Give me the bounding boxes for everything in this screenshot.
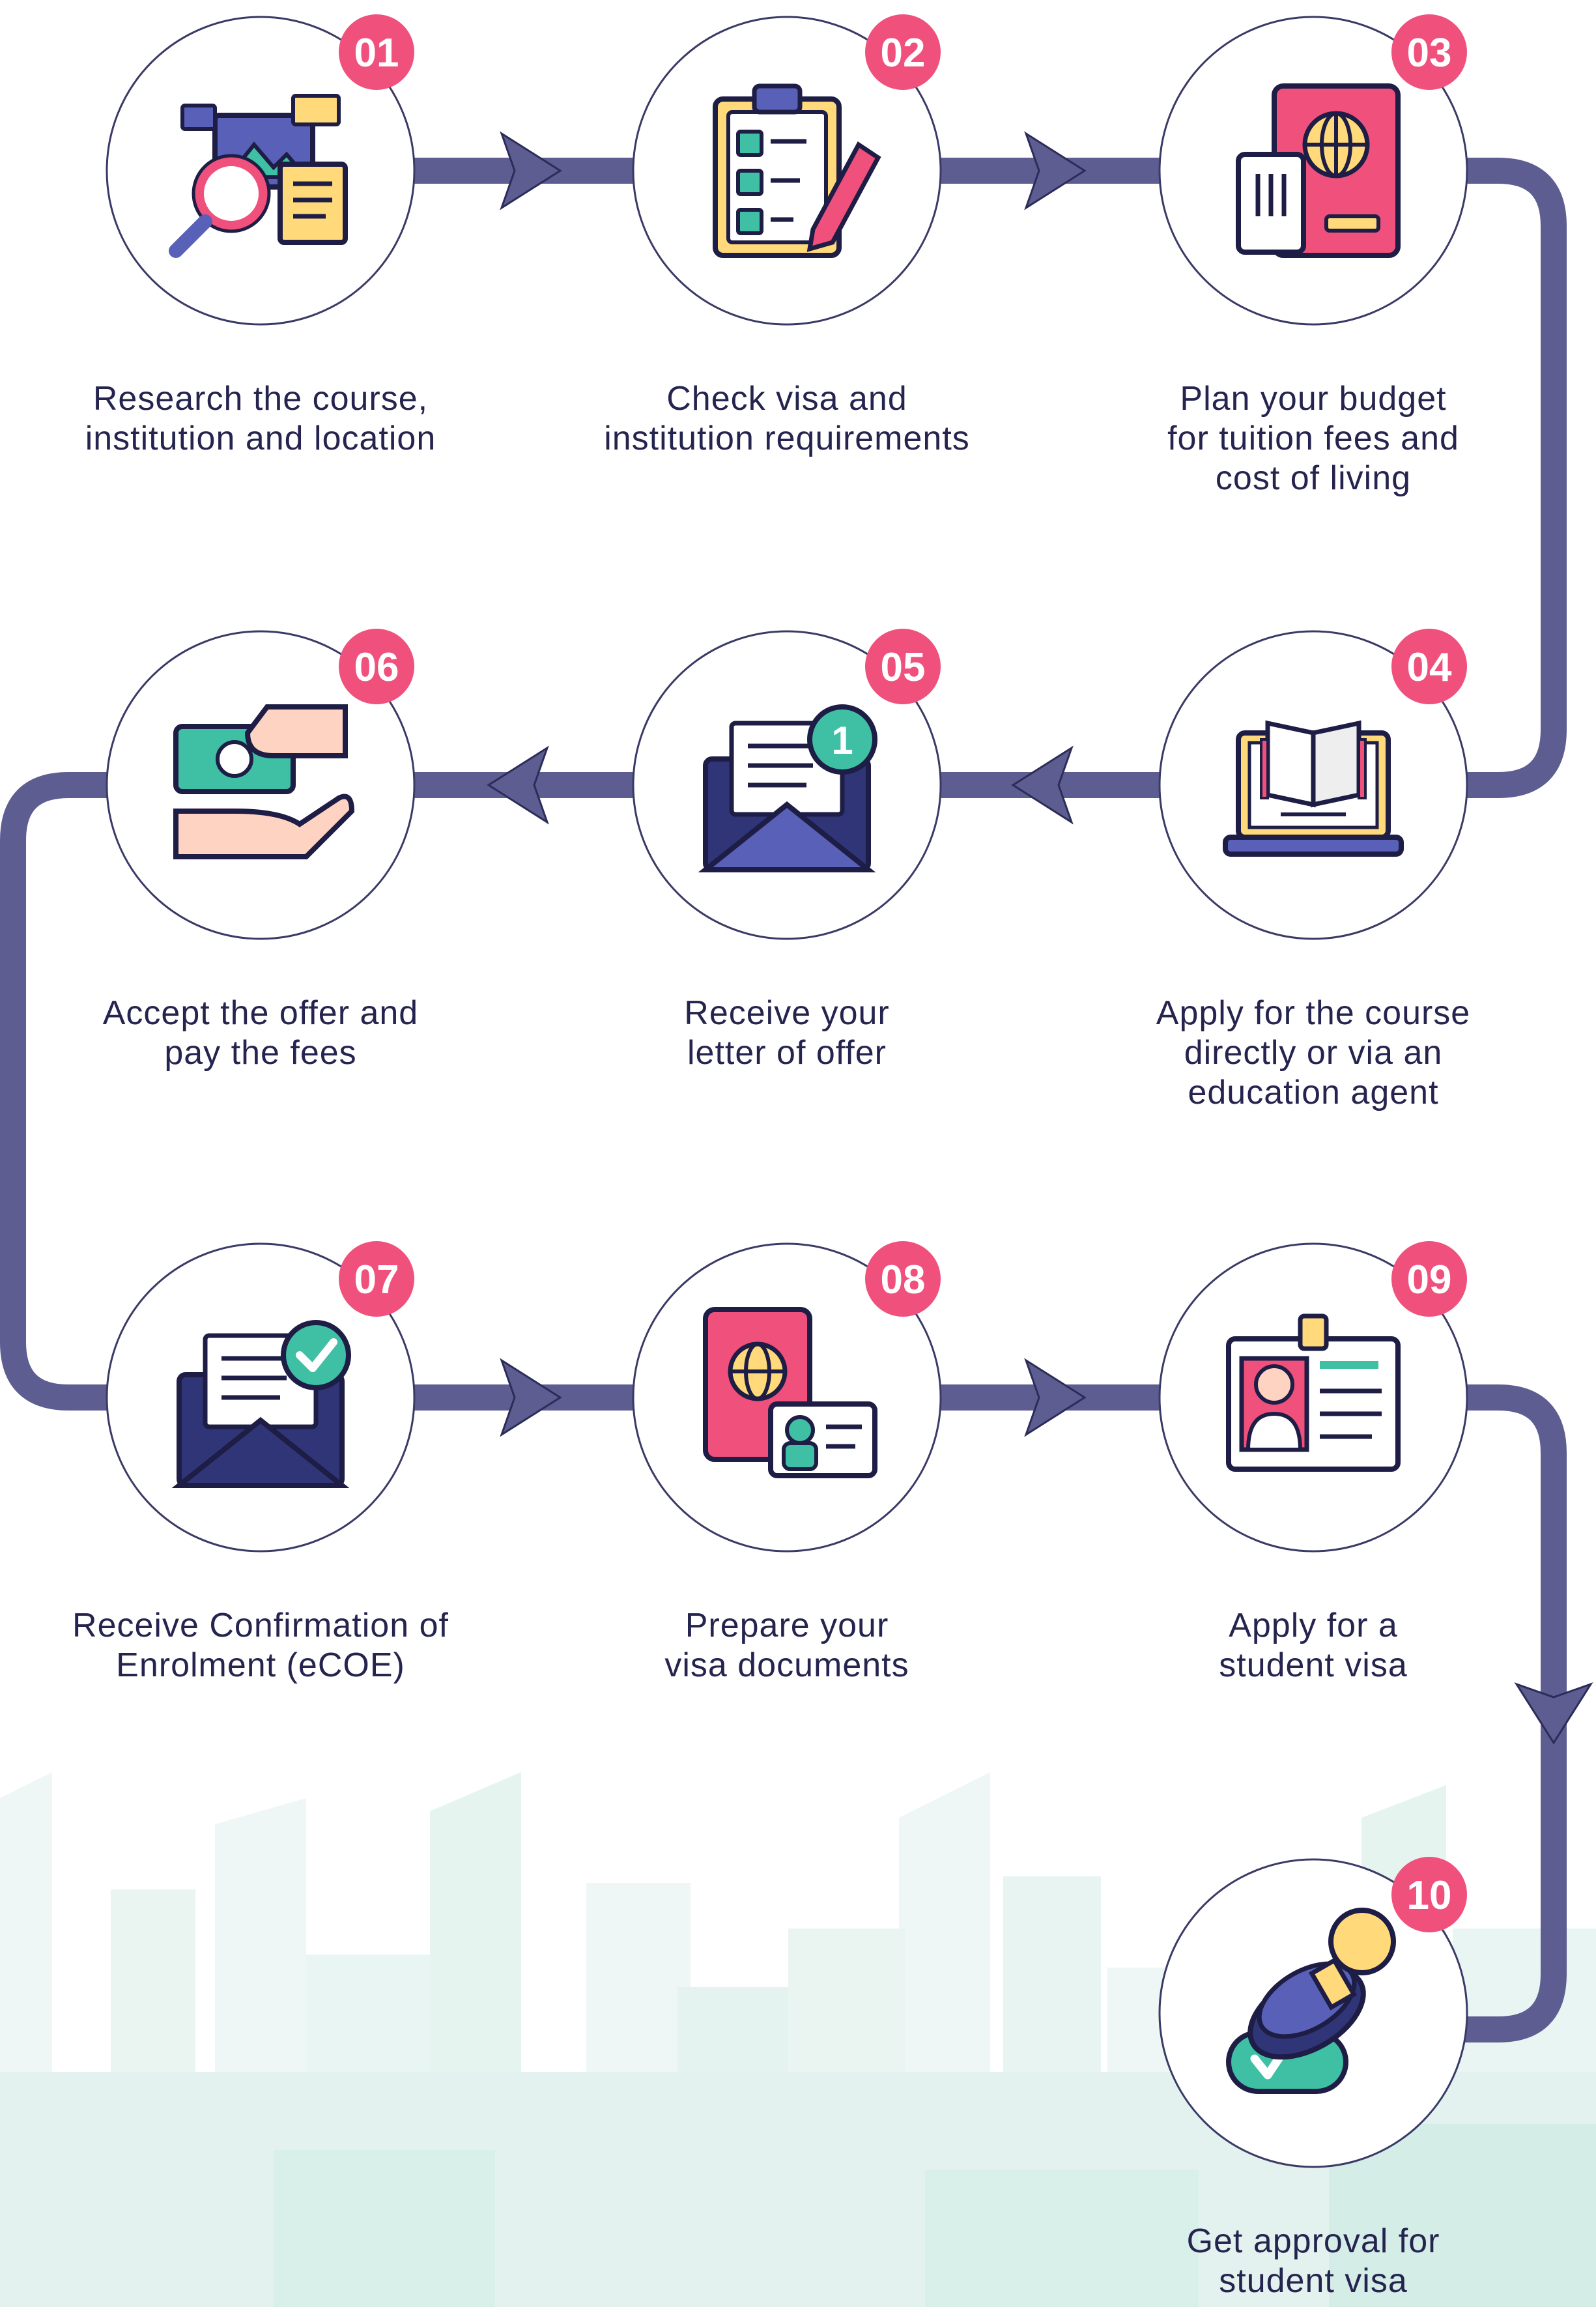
- step-number: 08: [881, 1257, 926, 1302]
- step-caption-line: institution and location: [85, 420, 436, 457]
- arrow-right: [1024, 1358, 1087, 1437]
- step-node: 10: [1158, 1857, 1468, 2168]
- step-caption-line: institution requirements: [604, 420, 970, 457]
- money-hand-icon: [173, 704, 355, 859]
- step-number: 02: [881, 31, 926, 76]
- step-caption: Research the course,institution and loca…: [33, 379, 489, 459]
- id-badge-icon: [1226, 1313, 1401, 1472]
- step-caption-line: Apply for a: [1229, 1607, 1398, 1644]
- step-number-badge: [865, 629, 941, 704]
- step-number-badge: [865, 1241, 941, 1317]
- step-caption-line: Get approval for: [1186, 2222, 1440, 2260]
- step-node: 07: [106, 1241, 416, 1553]
- step-caption-line: Receive your: [684, 994, 890, 1032]
- step-caption-line: education agent: [1188, 1074, 1439, 1111]
- research-magnifier-icon: [169, 94, 348, 258]
- arrow-down: [1514, 1682, 1593, 1745]
- step-node: 03: [1158, 14, 1468, 326]
- step-node: 09: [1158, 1241, 1468, 1553]
- approval-stamp-icon: [1226, 1908, 1396, 2094]
- step-caption-line: Apply for the course: [1156, 994, 1471, 1032]
- envelope-check-icon: [171, 1320, 351, 1488]
- step-node: 01: [106, 14, 416, 326]
- step-number: 05: [881, 645, 926, 690]
- step-node: 08: [632, 1241, 942, 1553]
- skyline-background: [0, 1772, 1596, 2307]
- step-caption-line: directly or via an: [1184, 1034, 1443, 1072]
- step-number-badge: [1391, 629, 1467, 704]
- step-number: 07: [354, 1257, 399, 1302]
- step-number-badge: [339, 14, 414, 90]
- step-caption-line: student visa: [1219, 2262, 1408, 2300]
- step-node: 04: [1158, 629, 1468, 940]
- arrow-left: [1011, 745, 1074, 825]
- step-caption-line: Check visa and: [666, 380, 907, 418]
- step-caption-line: Enrolment (eCOE): [116, 1646, 405, 1684]
- checklist-clipboard-icon: [713, 83, 881, 258]
- step-number: 04: [1407, 645, 1452, 690]
- step-caption-line: Research the course,: [93, 380, 429, 418]
- envelope-letter-icon: 1: [698, 704, 877, 872]
- arrow-left: [487, 745, 549, 825]
- svg-text:1: 1: [831, 719, 853, 762]
- step-caption-line: cost of living: [1215, 459, 1412, 497]
- step-caption-line: Plan your budget: [1180, 380, 1447, 418]
- step-number-badge: [865, 14, 941, 90]
- laptop-book-icon: [1223, 720, 1404, 857]
- step-nodes: 01 02 03: [106, 14, 1468, 2168]
- arrow-right: [500, 131, 562, 210]
- step-caption-line: Accept the offer and: [102, 994, 419, 1032]
- step-caption-line: student visa: [1219, 1646, 1408, 1684]
- connector-path: [0, 158, 1567, 2042]
- step-caption-line: letter of offer: [687, 1034, 887, 1072]
- step-number-badge: [339, 629, 414, 704]
- arrow-right: [500, 1358, 562, 1437]
- step-caption-line: Receive Confirmation of: [72, 1607, 449, 1644]
- step-number: 09: [1407, 1257, 1452, 1302]
- step-caption-line: Prepare your: [685, 1607, 889, 1644]
- step-number: 03: [1407, 31, 1452, 76]
- step-caption-line: pay the fees: [164, 1034, 357, 1072]
- arrowheads: [487, 131, 1593, 1745]
- arrow-right: [1024, 131, 1087, 210]
- step-number-badge: [339, 1241, 414, 1317]
- step-number: 10: [1407, 1873, 1452, 1918]
- step-node: 06: [106, 629, 416, 940]
- step-number: 06: [354, 645, 399, 690]
- step-number-badge: [1391, 1857, 1467, 1932]
- step-number-badge: [1391, 1241, 1467, 1317]
- step-number: 01: [354, 31, 399, 76]
- step-node: 02: [632, 14, 942, 326]
- step-caption-line: visa documents: [664, 1646, 909, 1684]
- passport-budget-icon: [1236, 83, 1401, 258]
- step-number-badge: [1391, 14, 1467, 90]
- step-caption-line: for tuition fees and: [1167, 420, 1459, 457]
- passport-id-card-icon: [703, 1307, 877, 1478]
- step-node: 1 05: [632, 629, 942, 940]
